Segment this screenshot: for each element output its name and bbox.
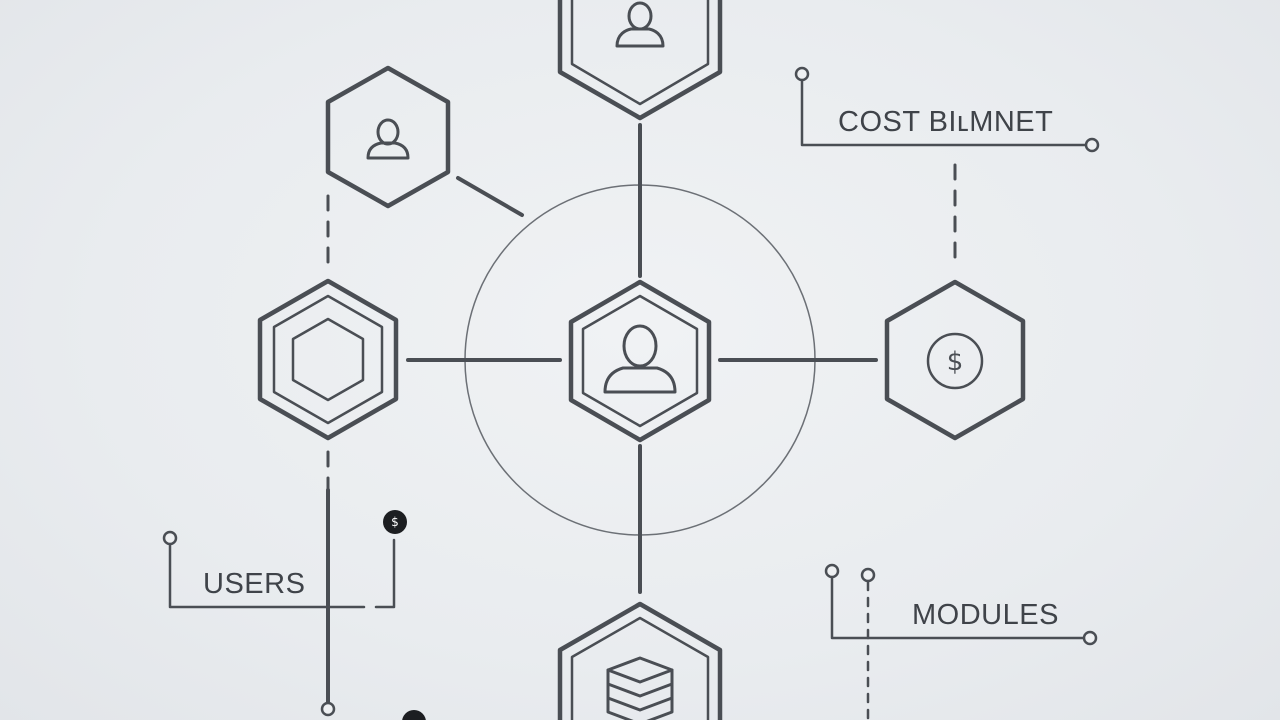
modules-label: MODULES xyxy=(912,599,1059,631)
callout-dot xyxy=(860,567,876,583)
callout-users: $ USERS xyxy=(162,510,426,720)
dollar-icon: $ xyxy=(926,332,984,390)
badge-dot xyxy=(402,710,426,720)
callout-dot xyxy=(1082,630,1098,646)
node-left[interactable] xyxy=(257,278,399,441)
node-central[interactable] xyxy=(568,279,712,443)
user-icon xyxy=(603,324,677,394)
hexagon-icon xyxy=(291,317,365,402)
database-icon xyxy=(606,656,674,720)
edge-upper-left xyxy=(456,176,524,217)
badge-dot xyxy=(383,510,407,534)
callout-dot xyxy=(794,66,810,82)
node-top[interactable] xyxy=(557,0,723,121)
users-label: USERS xyxy=(203,568,305,600)
callout-dot xyxy=(824,563,840,579)
callout-dot xyxy=(1084,137,1100,153)
callout-dot xyxy=(320,701,336,717)
badge-glyph: $ xyxy=(391,515,399,529)
node-right[interactable]: $ xyxy=(884,279,1026,441)
callout-dot xyxy=(162,530,178,546)
callout-modules: MODULES xyxy=(824,563,1098,720)
node-upper-left[interactable] xyxy=(325,65,451,209)
connectors xyxy=(326,123,957,708)
user-icon xyxy=(615,1,665,48)
cost-budget-label: COST BIʟMNET xyxy=(838,106,1053,138)
svg-text:$: $ xyxy=(947,347,964,377)
callout-cost-budget: COST BIʟMNET xyxy=(794,66,1100,153)
user-icon xyxy=(366,118,410,160)
node-bottom[interactable] xyxy=(557,601,723,720)
